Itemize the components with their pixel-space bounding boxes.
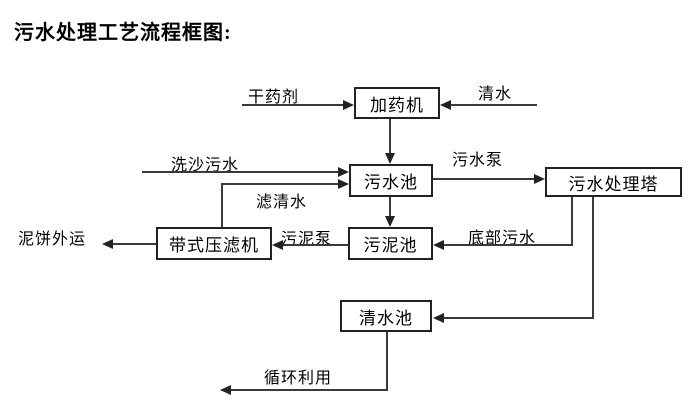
line-dry-agent	[242, 104, 343, 106]
arrowhead-dry-agent-right-icon	[343, 100, 354, 110]
line-bottom-sewage-vertical	[571, 197, 573, 246]
line-mud-cake	[113, 243, 156, 245]
line-sewage-pump	[433, 178, 534, 180]
node-sewage-pool: 污水池	[349, 164, 433, 197]
label-sand-washing-sewage: 洗沙污水	[171, 157, 240, 174]
line-sand-washing	[142, 171, 338, 173]
line-filtered-water-horizontal	[221, 183, 338, 185]
line-filtered-water-vertical	[221, 183, 223, 227]
label-sewage-pump: 污水泵	[452, 152, 504, 169]
arrowhead-sewage-to-sludge-down-icon	[385, 216, 395, 227]
page-title: 污水处理工艺流程框图:	[14, 22, 232, 44]
label-dry-agent: 干药剂	[248, 89, 300, 106]
arrowhead-recycle-left-icon	[220, 385, 231, 395]
line-sludge-pump	[283, 244, 348, 246]
arrowhead-clean-water-left-icon	[440, 100, 451, 110]
arrowhead-sludge-pump-left-icon	[272, 240, 283, 250]
line-sewage-to-sludge	[389, 197, 391, 218]
arrowhead-dosing-to-sewage-down-icon	[385, 153, 395, 164]
node-treatment-tower: 污水处理塔	[545, 167, 682, 197]
label-clean-water: 清水	[478, 86, 513, 103]
arrowhead-filtered-water-right-icon	[338, 179, 349, 189]
arrowhead-sewage-pump-right-icon	[534, 174, 545, 184]
arrowhead-mud-cake-left-icon	[102, 239, 113, 249]
label-filtered-water: 滤清水	[256, 194, 308, 211]
label-bottom-sewage: 底部污水	[468, 230, 537, 247]
node-sludge-pool: 污泥池	[348, 227, 433, 260]
label-sludge-pump: 污泥泵	[281, 231, 333, 248]
line-tower-to-clean-horizontal	[444, 317, 594, 319]
line-clean-water	[451, 104, 537, 106]
arrowhead-bottom-sewage-left-icon	[433, 240, 444, 250]
line-bottom-sewage-horizontal	[444, 244, 573, 246]
label-mud-cake-out: 泥饼外运	[18, 231, 87, 248]
node-clean-water-pool: 清水池	[340, 300, 432, 332]
arrowhead-tower-to-clean-left-icon	[433, 313, 444, 323]
node-dosing-machine: 加药机	[354, 87, 440, 119]
arrowhead-sand-washing-right-icon	[338, 167, 349, 177]
line-tower-to-clean-vertical	[592, 197, 594, 319]
line-recycle-vertical	[386, 332, 388, 391]
line-recycle-horizontal	[231, 389, 388, 391]
node-belt-filter-press: 带式压滤机	[156, 227, 272, 260]
line-dosing-to-sewage	[389, 119, 391, 155]
label-recycling: 循环利用	[264, 370, 333, 387]
